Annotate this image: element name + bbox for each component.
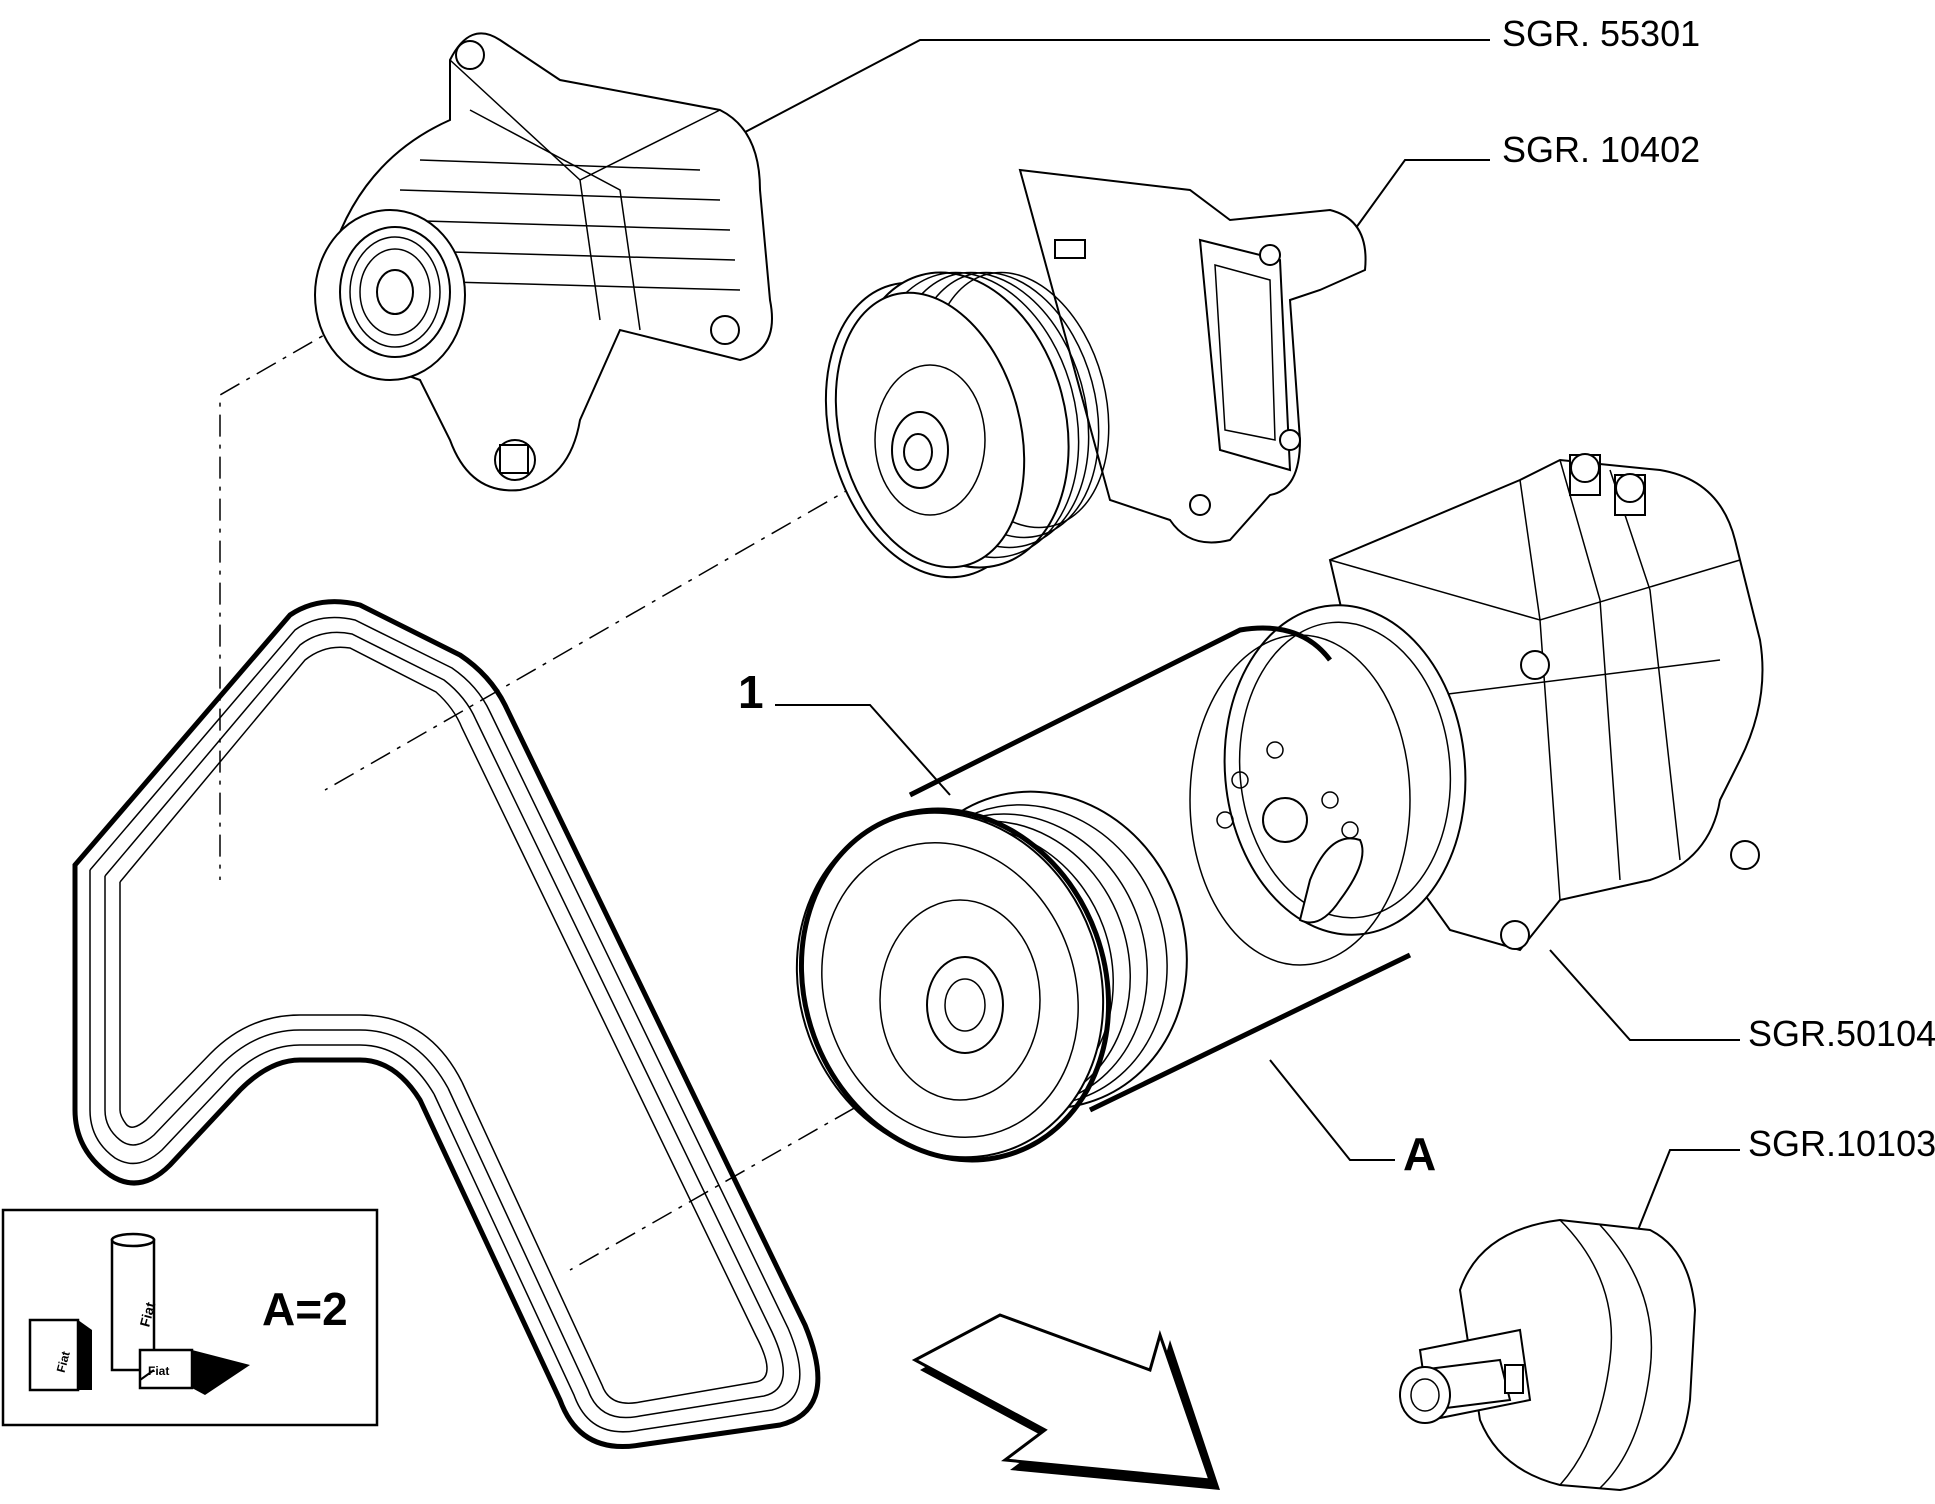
can-label-left: Fiat <box>54 1350 73 1374</box>
item-number-label: 1 <box>738 666 764 718</box>
callout-water-pump: SGR. 10402 <box>1502 129 1700 170</box>
can-label-tall: Fiat <box>136 1300 158 1329</box>
callout-crankshaft: SGR.10103 <box>1748 1123 1935 1164</box>
legend-box: Fiat Fiat Fiat A=2 <box>1 1208 379 1427</box>
poly-v-belt-icon <box>72 599 821 1449</box>
crankshaft-pulley-icon <box>795 625 1412 1163</box>
crankshaft-icon <box>1399 1218 1697 1492</box>
leader-lines <box>729 39 1740 1251</box>
callout-compressor: SGR.50104 <box>1748 1013 1935 1054</box>
lubricant-cans-icon <box>28 1232 250 1395</box>
compressor-clutch-icon <box>1189 604 1467 966</box>
can-label-small: Fiat <box>148 1364 169 1378</box>
detail-letter-label: A <box>1403 1128 1436 1180</box>
callout-alternator: SGR. 55301 <box>1502 13 1700 54</box>
direction-arrow-icon <box>911 1313 1220 1490</box>
quantity-label: A=2 <box>262 1283 348 1335</box>
alternator-icon <box>314 32 773 492</box>
water-pump-icon <box>824 168 1367 579</box>
